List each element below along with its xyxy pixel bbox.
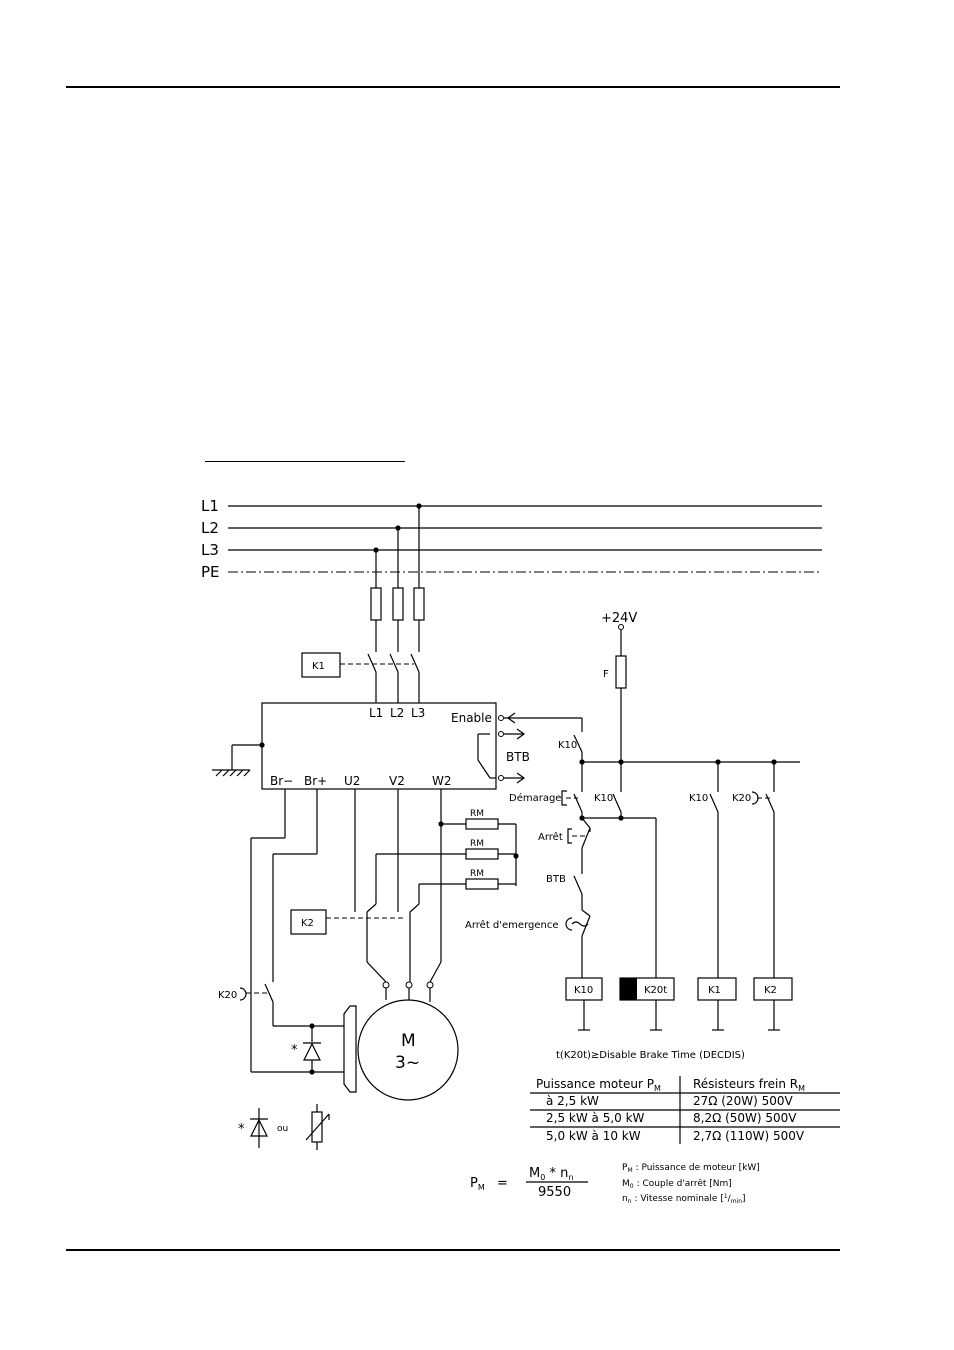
drive-enable-label: Enable	[451, 711, 492, 725]
formula-lhs: PM	[470, 1176, 485, 1192]
resistor-rm-2-label: RM	[470, 839, 484, 849]
bottom-rule	[66, 1249, 840, 1251]
line-label-l2: L2	[201, 519, 219, 537]
table-row-2-resistor: 8,2Ω (50W) 500V	[693, 1111, 797, 1125]
line-label-pe: PE	[201, 563, 220, 581]
table-row-3-power: 5,0 kW à 10 kW	[546, 1129, 641, 1143]
legend-nn: nn: Vitesse nominale [1/min]	[622, 1193, 746, 1205]
table-row-3-resistor: 2,7Ω (110W) 500V	[693, 1129, 805, 1143]
k10-enable-contact-label: K10	[558, 740, 577, 751]
relay-k10-label: K10	[574, 985, 593, 996]
table-row-1-resistor: 27Ω (20W) 500V	[693, 1094, 793, 1108]
formula-denominator: 9550	[538, 1185, 571, 1200]
drive-term-w2: W2	[432, 774, 452, 788]
legend-m0: M0: Couple d'arrêt [Nm]	[622, 1178, 732, 1190]
k10-hold-contact-label: K10	[594, 793, 613, 804]
drive-term-br-plus: Br+	[304, 774, 327, 788]
motor-phase-label: 3~	[395, 1053, 420, 1073]
line-label-l3: L3	[201, 541, 219, 559]
resistor-rm-3-label: RM	[470, 869, 484, 879]
line-label-l1: L1	[201, 497, 219, 515]
drive-btb-label: BTB	[506, 750, 530, 764]
supply-24v-label: +24V	[601, 611, 637, 626]
stop-button-label: Arrêt	[538, 831, 563, 843]
formula-numerator: M0 * nn	[529, 1166, 573, 1182]
drive-term-l2: L2	[390, 706, 404, 720]
section-underline	[205, 461, 405, 462]
suppressor-alternatives: * ou	[238, 1104, 330, 1150]
servo-drive: L1 L2 L3 Enable BTB Br− Br+ U2 V2 W2	[212, 702, 582, 790]
control-circuit: +24V F K10 Démarage K10	[465, 611, 800, 1031]
relay-k20t-label: K20t	[644, 985, 667, 996]
resistor-table: Puissance moteur PM Résisteurs frein RM …	[530, 1076, 840, 1144]
relay-k2-coil-ctrl	[753, 977, 793, 1001]
relay-k2-coil	[290, 909, 327, 935]
resistor-rm-1-label: RM	[470, 809, 484, 819]
fuse-f-label: F	[603, 669, 609, 680]
alt-ou: ou	[277, 1124, 288, 1134]
power-formula: PM = M0 * nn 9550 PM: Puissance de moteu…	[470, 1163, 760, 1205]
drive-term-u2: U2	[344, 774, 360, 788]
supply-lines: L1 L2 L3 PE	[201, 497, 822, 581]
table-row-1-power: à 2,5 kW	[546, 1094, 599, 1108]
relay-k1-coil	[301, 652, 341, 678]
motor-circuit: RM RM RM K2 M	[218, 789, 519, 1101]
relay-k2-ctrl-label: K2	[764, 985, 777, 996]
diode-star: *	[291, 1043, 298, 1058]
drive-term-l1: L1	[369, 706, 383, 720]
drive-term-v2: V2	[389, 774, 405, 788]
k10-k1-contact-label: K10	[689, 793, 708, 804]
btb-contact-label: BTB	[546, 874, 566, 885]
drive-term-br-minus: Br−	[270, 774, 293, 788]
mains-feed: K1	[301, 506, 425, 703]
drive-term-l3: L3	[411, 706, 425, 720]
relay-k1-ctrl-label: K1	[708, 985, 721, 996]
top-rule	[66, 86, 840, 88]
table-header-power: Puissance moteur PM	[536, 1077, 661, 1093]
relay-k2-label: K2	[301, 918, 314, 929]
alt-star: *	[238, 1122, 245, 1137]
timing-note: t(K20t)≥Disable Brake Time (DECDIS)	[556, 1050, 745, 1061]
table-header-resistor: Résisteurs frein RM	[693, 1077, 805, 1093]
legend-pm: PM: Puissance de moteur [kW]	[622, 1163, 760, 1174]
k20-k2-contact-label: K20	[732, 793, 751, 804]
fuse-f	[615, 655, 627, 689]
k20-brake-contact-label: K20	[218, 990, 237, 1001]
relay-k1-coil-ctrl	[697, 977, 737, 1001]
motor-m-label: M	[401, 1031, 416, 1051]
relay-k1-label: K1	[312, 661, 325, 672]
formula-equals: =	[497, 1176, 508, 1191]
motor-symbol	[357, 999, 459, 1101]
emergency-stop-label: Arrêt d'emergence	[465, 919, 559, 931]
start-button-label: Démarage	[509, 792, 561, 804]
table-row-2-power: 2,5 kW à 5,0 kW	[546, 1111, 645, 1125]
